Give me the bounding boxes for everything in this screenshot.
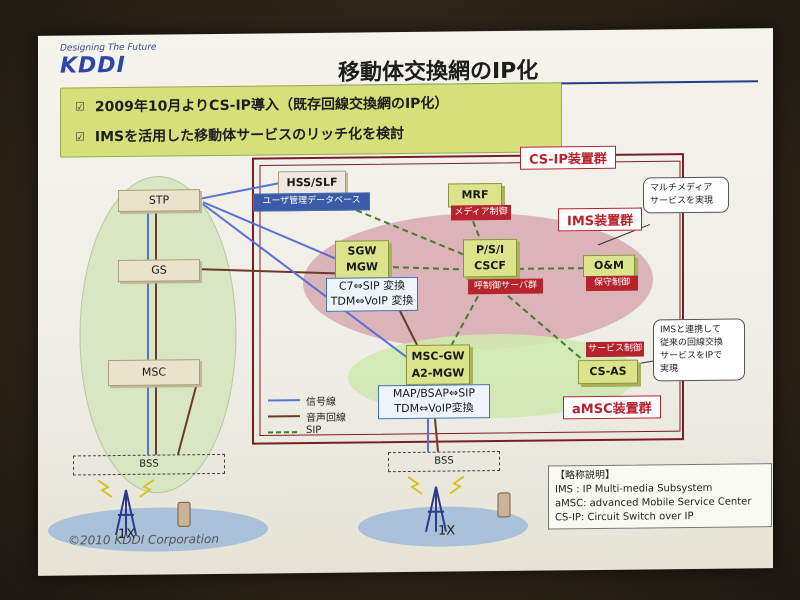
amsc-group-label: aMSC装置群 [563, 395, 661, 420]
ims-link-callout: IMSと連携して 従来の回線交換 サービスをIPで 実現 [653, 318, 745, 382]
sgw-note-line2: TDM⇔VoIP 変換 [330, 293, 414, 308]
sip-line [518, 267, 583, 270]
msc-node: MSC [108, 359, 200, 387]
om-node: O&M [583, 254, 635, 278]
ground-oval-left [48, 507, 268, 552]
ground-oval-right [358, 506, 528, 547]
stp-node: STP [118, 189, 200, 213]
callout-line: サービスを実現 [650, 195, 714, 207]
cscf-line1: P/S/I [475, 242, 505, 257]
mobile-phone-icon-left [177, 501, 191, 527]
cscf-node: P/S/I CSCF [463, 238, 517, 278]
msc-gw-note-line2: TDM⇔VoIP変換 [394, 401, 474, 416]
cs-ip-frame [252, 153, 684, 445]
mrf-label: メディア制御 [451, 204, 511, 221]
copyright-text: ©2010 KDDI Corporation [68, 531, 219, 548]
csas-node: CS-AS [578, 359, 638, 385]
abbreviation-box: 【略称説明】 IMS : IP Multi-media Subsystem aM… [548, 463, 772, 530]
presentation-slide: Designing The Future KDDI 移動体交換網のIP化 ☑ 2… [38, 28, 773, 576]
legend-voice-label: 音声回線 [306, 412, 346, 425]
sgw-text: SGW [347, 244, 377, 258]
om-label: 保守制御 [586, 275, 638, 292]
bss-right-node: BSS [388, 451, 500, 473]
bss-left-node: BSS [73, 453, 225, 476]
abbreviation-row: CS-IP: Circuit Switch over IP [555, 510, 694, 524]
callout-line: 従来の回線交換 [660, 337, 724, 349]
msc-gw-node: MSC-GW A2-MGW [406, 344, 470, 385]
callout-line: サービスをIPで [660, 350, 723, 362]
abbreviation-row: aMSC: advanced Mobile Service Center [555, 496, 752, 510]
callout-line: IMSと連携して [660, 324, 721, 336]
legacy-network-oval [79, 176, 237, 494]
legend-sip-label: SIP [306, 424, 322, 437]
antenna-icon-left [115, 489, 137, 536]
msc-gw-line2: A2-MGW [411, 366, 465, 380]
hss-label: ユーザ管理データベース [253, 192, 370, 212]
callout-line: マルチメディア [650, 182, 713, 194]
signal-line [197, 182, 279, 201]
cscf-label: 呼制御サーバ群 [468, 278, 543, 295]
signal-wave-icon [97, 475, 465, 498]
sgw-mgw-node: SGW MGW [335, 240, 389, 279]
sip-line [337, 201, 469, 258]
gs-node: GS [118, 259, 200, 283]
cs-ip-frame-inner [259, 160, 681, 437]
mrf-node: MRF [448, 182, 502, 208]
msc-gw-conversion-note: MAP/BSAP⇔SIP TDM⇔VoIP変換 [378, 384, 490, 420]
sip-line [507, 295, 584, 361]
sgw-conversion-note: C7⇔SIP 変換 TDM⇔VoIP 変換 [326, 276, 418, 312]
hss-node: HSS/SLF [278, 170, 346, 196]
csas-label: サービス制御 [586, 341, 644, 358]
voice-line [177, 378, 199, 455]
callout-line: 実現 [660, 364, 679, 375]
ims-group-label: IMS装置群 [558, 207, 643, 232]
signal-line [202, 203, 414, 363]
msc-gw-line1: MSC-GW [411, 349, 465, 363]
sip-line [447, 295, 479, 353]
antenna-icon-right [425, 486, 447, 532]
msc-gw-note-line1: MAP/BSAP⇔SIP [392, 386, 476, 401]
onex-label-right: 1X [438, 523, 456, 539]
cs-ip-group-label: CS-IP装置群 [520, 145, 616, 170]
multimedia-callout: マルチメディア サービスを実現 [643, 176, 729, 214]
onex-label-left: 1X [118, 526, 136, 543]
sgw-note-line1: C7⇔SIP 変換 [338, 279, 406, 293]
sip-line [392, 266, 464, 271]
mobile-phone-icon-right [497, 492, 511, 518]
cscf-line2: CSCF [474, 258, 506, 273]
mgw-text: MGW [345, 260, 379, 274]
legend-signal-label: 信号線 [306, 396, 336, 409]
